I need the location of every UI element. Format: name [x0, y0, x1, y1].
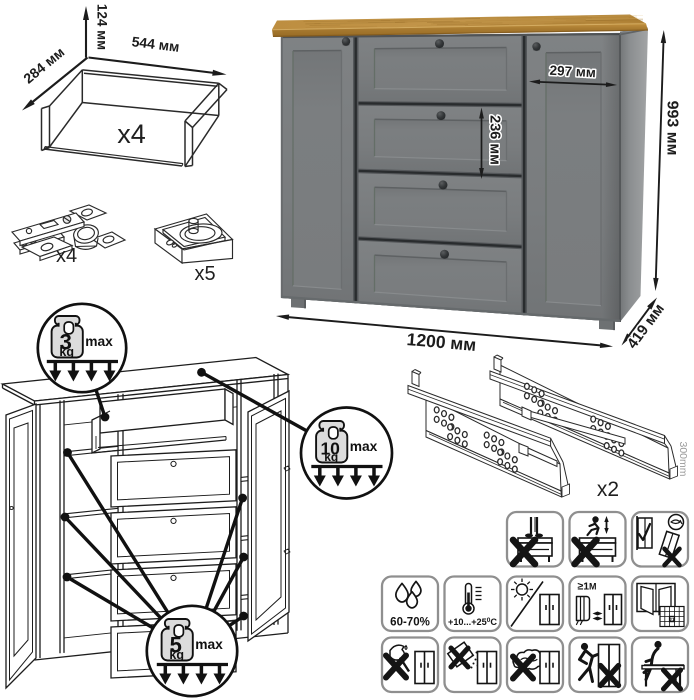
- svg-text:5: 5: [170, 633, 182, 658]
- svg-text:x2: x2: [597, 478, 619, 501]
- svg-text:297 мм: 297 мм: [549, 63, 596, 80]
- svg-text:kg: kg: [169, 648, 184, 662]
- svg-text:3: 3: [60, 330, 72, 355]
- svg-text:kg: kg: [59, 345, 74, 359]
- svg-text:x5: x5: [194, 263, 215, 285]
- svg-text:21: 21: [670, 617, 675, 622]
- svg-text:max: max: [195, 637, 223, 652]
- svg-text:60-70%: 60-70%: [390, 617, 430, 629]
- svg-text:236 мм: 236 мм: [487, 115, 503, 165]
- svg-text:max: max: [350, 439, 378, 454]
- svg-text:300mm: 300mm: [677, 441, 689, 476]
- svg-text:kg: kg: [324, 450, 338, 464]
- svg-text:x4: x4: [56, 245, 77, 267]
- svg-text:544 мм: 544 мм: [131, 33, 181, 55]
- svg-text:124 мм: 124 мм: [95, 4, 110, 50]
- svg-text:max: max: [85, 334, 113, 349]
- svg-text:+10...+250C: +10...+250C: [448, 617, 497, 627]
- svg-text:x4: x4: [117, 119, 146, 149]
- svg-text:≥1M: ≥1M: [577, 581, 596, 593]
- svg-text:993 мм: 993 мм: [664, 101, 681, 156]
- svg-text:10: 10: [320, 439, 340, 459]
